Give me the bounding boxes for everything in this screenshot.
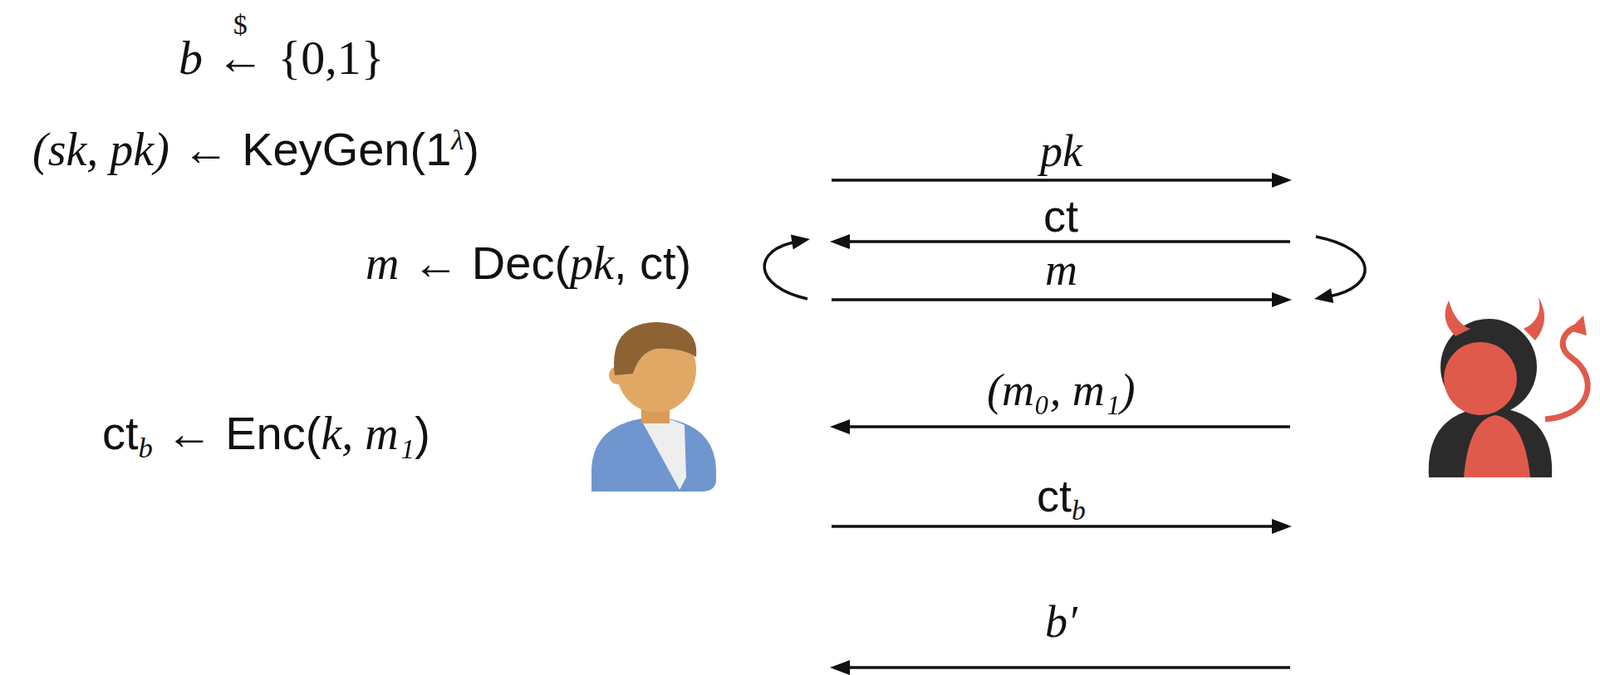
- arrow-head: [1271, 519, 1292, 535]
- math-text: m: [365, 236, 399, 290]
- message-label: ct: [1043, 193, 1079, 240]
- math-text: pk: [1040, 128, 1083, 174]
- message-label: (m₀, m₁): [986, 368, 1136, 413]
- arrow-line: [846, 425, 1291, 429]
- math-text: ct: [102, 407, 139, 461]
- assign-arrow: ←: [181, 122, 229, 177]
- devil-tail-tip: [1568, 315, 1587, 336]
- math-text: m: [1045, 247, 1078, 293]
- message-label: b′: [1045, 599, 1078, 645]
- encrypt-formula: ctb←Enc(k, m₁): [102, 407, 431, 461]
- subscript: b: [1071, 496, 1086, 525]
- adversary-figure: [1428, 297, 1588, 478]
- assign-arrow: ←: [215, 30, 265, 87]
- math-text: pk: [569, 236, 614, 290]
- loop-arrow: [764, 241, 808, 300]
- devil-body: [1428, 407, 1552, 478]
- subscript: b: [138, 431, 153, 466]
- math-text: ct: [1043, 193, 1079, 239]
- arrow-line: [831, 298, 1276, 302]
- math-text: (sk, pk): [32, 122, 170, 177]
- arrow-head: [829, 419, 850, 435]
- arrow-line: [846, 240, 1291, 244]
- math-text: Enc(: [225, 407, 321, 461]
- arrow-head: [1271, 172, 1292, 188]
- math-text: (m₀, m₁): [986, 368, 1136, 413]
- math-text: Dec(: [471, 236, 570, 290]
- arrow-head: [1271, 292, 1292, 308]
- math-text: , ct): [613, 236, 692, 290]
- keygen-formula: (sk, pk)←KeyGen(1λ): [32, 122, 480, 177]
- devil-chest: [1463, 415, 1531, 478]
- arrow-head: [790, 235, 810, 251]
- math-text: ): [414, 407, 431, 461]
- math-text: ct: [1036, 473, 1072, 519]
- devil-horn: [1445, 300, 1472, 337]
- message-lines: [764, 180, 1365, 668]
- arrow-line: [846, 666, 1291, 670]
- person-shirt: [641, 417, 687, 491]
- assign-arrow: ←: [412, 236, 459, 290]
- message-label: ctb: [1036, 473, 1086, 520]
- challenger-figure: [591, 322, 717, 492]
- assign-arrow: ←: [166, 407, 213, 461]
- arrow-line: [831, 178, 1276, 182]
- sampling-formula: b←${0,1}: [178, 30, 385, 87]
- arrow-head: [829, 660, 850, 675]
- arrow-head: [1314, 288, 1334, 304]
- person-hair: [613, 322, 697, 376]
- loop-arrow: [1315, 236, 1365, 297]
- superscript: λ: [451, 123, 464, 158]
- devil-face: [1443, 342, 1517, 416]
- person-body: [591, 417, 717, 492]
- math-text: b: [178, 30, 203, 87]
- devil-horn: [1523, 297, 1545, 341]
- arrow-line: [831, 525, 1276, 529]
- math-text: k, m₁: [320, 407, 415, 461]
- sampling-arrow: ←$: [202, 30, 278, 87]
- math-text: b′: [1045, 599, 1078, 645]
- math-text: KeyGen(1: [241, 122, 452, 177]
- math-text: ): [463, 122, 480, 177]
- devil-tail: [1545, 327, 1588, 420]
- arrow-head: [829, 234, 850, 250]
- decrypt-formula: m←Dec(pk, ct): [365, 236, 692, 290]
- math-text: {0,1}: [277, 30, 384, 87]
- message-label: m: [1045, 247, 1078, 293]
- arrow-heads: [790, 172, 1334, 675]
- message-label: pk: [1040, 128, 1083, 174]
- random-sign: $: [233, 10, 248, 40]
